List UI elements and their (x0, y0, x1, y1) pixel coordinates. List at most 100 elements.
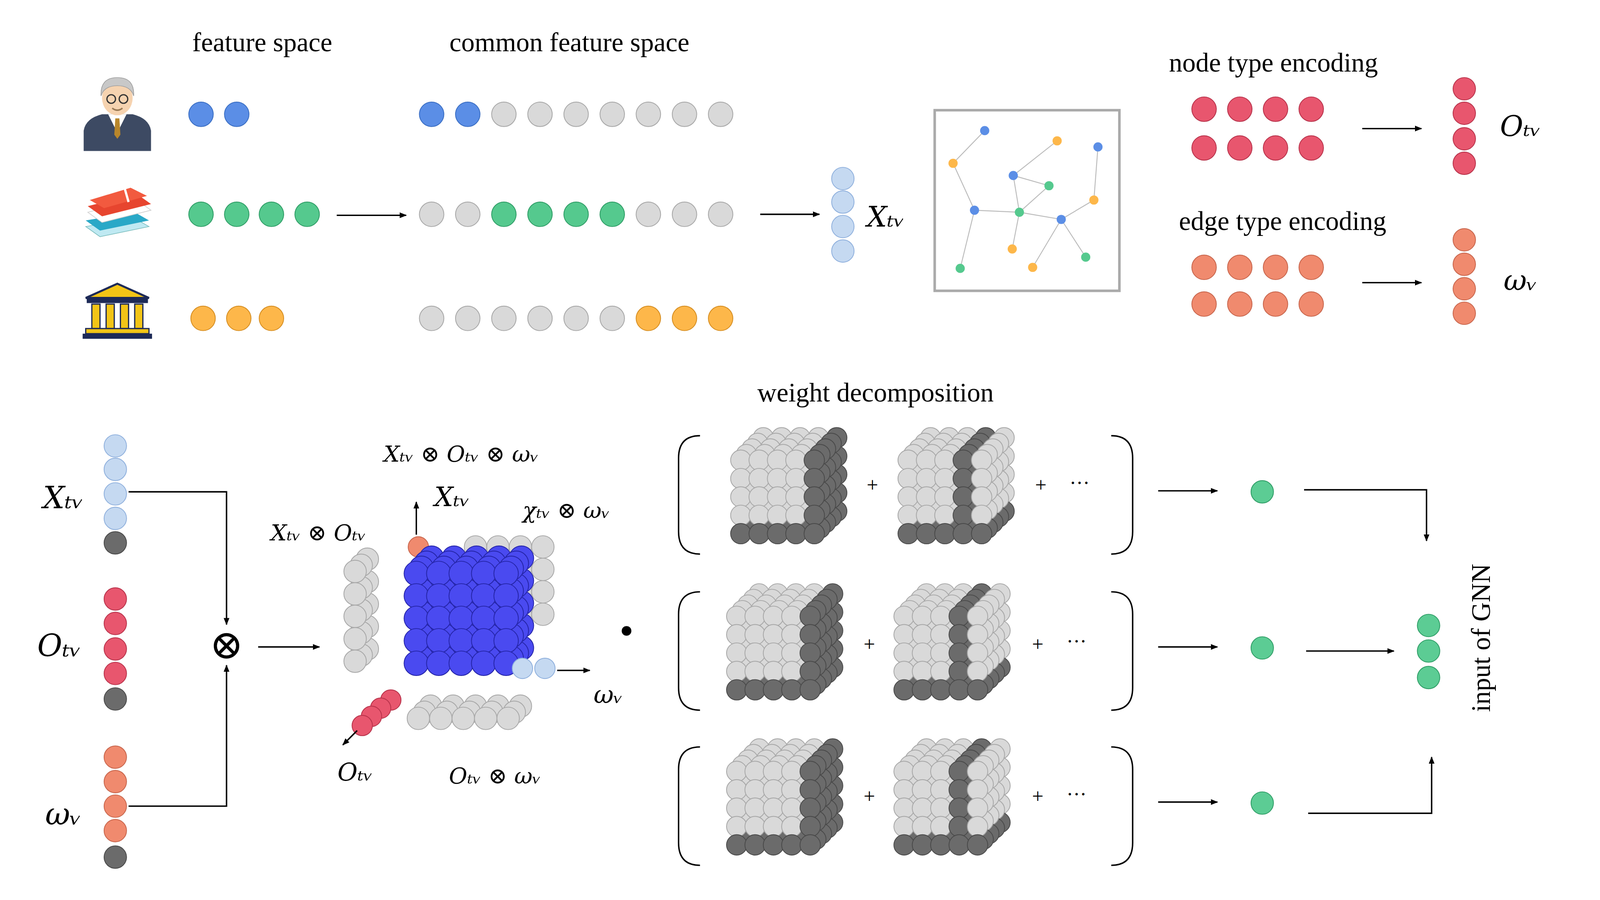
decomposed-cube (800, 779, 821, 800)
bank-icon (134, 303, 143, 329)
decomposed-cube (916, 505, 937, 526)
tensor-core (471, 583, 496, 608)
feature-dot (491, 201, 517, 227)
feature-dot (672, 201, 697, 227)
decomposed-cube (930, 760, 951, 782)
decomposed-cube (893, 642, 915, 664)
decomposed-cube (804, 450, 825, 471)
feature-dot (635, 102, 661, 127)
tensor-core (493, 583, 519, 608)
feature-dot (455, 306, 481, 331)
decomposed-cube (744, 660, 766, 682)
decomposed-cube (763, 679, 784, 700)
graph-node (980, 126, 990, 136)
decomposed-cube (763, 760, 784, 782)
decomposed-cube (748, 468, 770, 489)
axis-arrow (415, 501, 418, 535)
feature-dot (104, 819, 127, 842)
bank-icon (85, 283, 149, 299)
graph-edge (974, 210, 1020, 213)
decomposed-cube (781, 679, 802, 700)
decomposed-cube (744, 815, 766, 837)
feature-dot (831, 215, 854, 238)
decomposed-cube (726, 605, 747, 627)
decomposed-cube (800, 834, 821, 855)
decomposed-cube (767, 450, 788, 471)
decomposed-cube (748, 505, 770, 526)
graph-node (969, 205, 980, 215)
decomposed-cube (953, 486, 974, 507)
feature-dot (599, 201, 625, 227)
output-dot (1251, 636, 1274, 659)
feature-dot (259, 201, 284, 227)
arrow (128, 665, 227, 806)
decomposed-cube (912, 834, 933, 855)
graph-node (1044, 181, 1054, 191)
graph-edge (1013, 175, 1049, 186)
feature-dot (1453, 253, 1476, 276)
tensor-core (403, 583, 429, 608)
decomposed-cube (763, 797, 784, 818)
graph-edge (953, 163, 975, 211)
bank-icon (91, 303, 100, 329)
decomposed-cube (898, 468, 919, 489)
feature-dot (455, 201, 481, 227)
feature-dot (104, 531, 127, 554)
axis-dot (512, 657, 533, 679)
graph-edge (953, 130, 985, 164)
arrow (336, 214, 407, 216)
graph-node (948, 158, 958, 169)
feature-dot (708, 102, 733, 127)
section-title: feature space (192, 28, 333, 58)
decomposed-cube (971, 505, 992, 526)
decomposed-cube (763, 815, 784, 837)
decomposed-cube (744, 624, 766, 645)
section-title: edge type encoding (1179, 206, 1387, 236)
decomposed-cube (893, 815, 915, 837)
decomposed-cube (781, 797, 802, 818)
output-dot (1417, 665, 1440, 689)
feature-dot (224, 102, 249, 127)
feature-dot (104, 794, 127, 818)
decomposed-cube (781, 834, 802, 855)
decomposed-cube (967, 797, 988, 818)
decomposed-cube (800, 760, 821, 782)
bank-icon (85, 328, 149, 334)
decomposed-cube (953, 450, 974, 471)
feature-dot (224, 201, 249, 227)
feature-dot (104, 745, 127, 769)
decomposed-cube (930, 642, 951, 664)
decomposed-cube (744, 779, 766, 800)
decomposed-cube (912, 624, 933, 645)
section-title: node type encoding (1168, 48, 1378, 78)
decomposed-cube (893, 779, 915, 800)
graph-edge (1061, 219, 1086, 257)
graph-node (1027, 262, 1038, 272)
tensor-core (493, 605, 519, 631)
graph-node (1089, 195, 1099, 205)
tensor-core (471, 650, 496, 676)
decomposed-cube (748, 523, 770, 544)
decomposed-cube (804, 486, 825, 507)
tensor-plane (497, 707, 520, 730)
feature-dot (455, 102, 481, 127)
bank-icon (106, 303, 115, 329)
feature-dot (104, 482, 127, 506)
decomposed-cube (804, 468, 825, 489)
decomposed-cube (916, 468, 937, 489)
graph-node (1093, 142, 1103, 152)
tensor-core (426, 560, 451, 586)
math-label: χₜᵥ ⊗ ωᵥ (522, 497, 611, 523)
books-icon (124, 187, 129, 202)
decomposed-cube (800, 624, 821, 645)
decomposed-cube (800, 660, 821, 682)
decomposed-cube (912, 815, 933, 837)
decomposed-cube (763, 642, 784, 664)
graph-edge (1013, 140, 1058, 176)
feature-dot (1298, 254, 1324, 280)
decomposed-cube (930, 797, 951, 818)
ellipsis: ··· (1066, 782, 1087, 806)
decomposed-cube (971, 523, 992, 544)
output-dot (1251, 480, 1274, 503)
decomposed-cube (971, 450, 992, 471)
